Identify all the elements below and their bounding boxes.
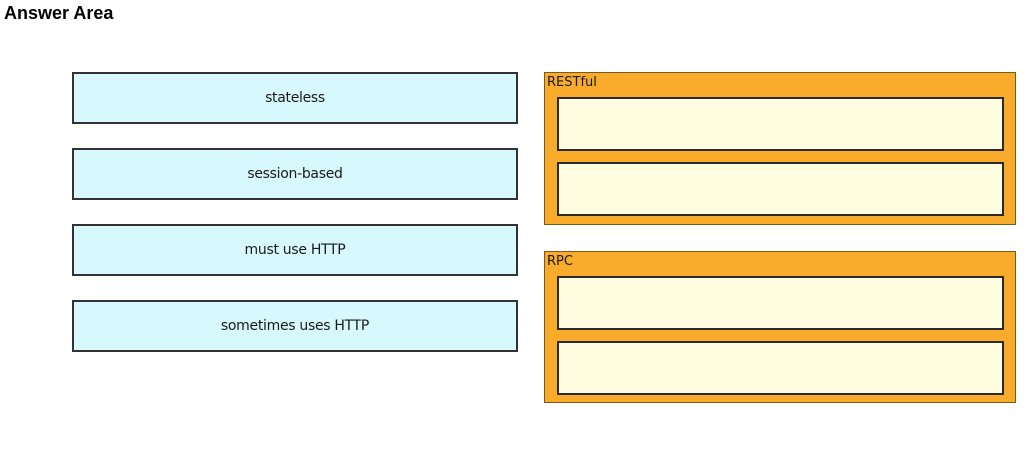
drag-item-stateless[interactable]: stateless — [72, 72, 518, 124]
drag-item-session-based[interactable]: session-based — [72, 148, 518, 200]
target-group-rpc: RPC — [544, 251, 1016, 403]
drop-slot-rpc-1[interactable] — [557, 276, 1004, 330]
drop-slot-rpc-2[interactable] — [557, 341, 1004, 395]
drop-slot-restful-1[interactable] — [557, 97, 1004, 151]
drag-item-label: must use HTTP — [244, 242, 346, 258]
drag-item-must-use-http[interactable]: must use HTTP — [72, 224, 518, 276]
drag-item-sometimes-uses-http[interactable]: sometimes uses HTTP — [72, 300, 518, 352]
drop-slot-restful-2[interactable] — [557, 162, 1004, 216]
answer-area-title: Answer Area — [4, 3, 114, 23]
drag-item-label: session-based — [247, 166, 343, 182]
target-group-restful: RESTful — [544, 72, 1016, 225]
drag-item-label: stateless — [265, 90, 325, 106]
drag-item-label: sometimes uses HTTP — [220, 318, 370, 334]
target-group-label: RPC — [547, 254, 573, 269]
target-group-label: RESTful — [547, 75, 597, 90]
